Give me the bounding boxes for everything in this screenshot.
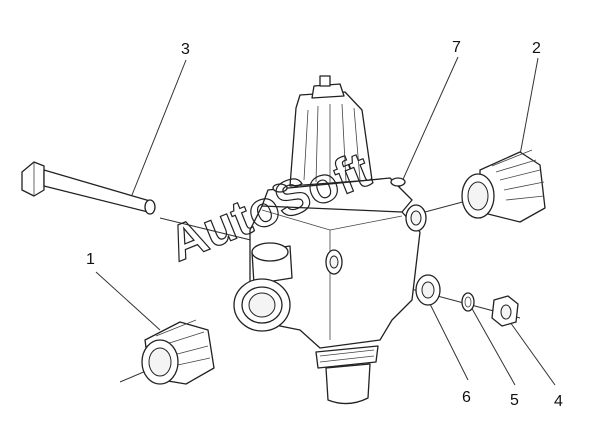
fitting-1 — [141, 319, 215, 385]
leader-6 — [427, 299, 469, 381]
callout-3: 3 — [181, 41, 190, 58]
callout-4: 4 — [554, 393, 563, 410]
nut-4 — [491, 295, 519, 327]
callout-2: 2 — [532, 40, 541, 57]
leader-2 — [519, 57, 539, 156]
fitting-2 — [461, 149, 546, 223]
bolt-part — [21, 161, 156, 215]
leader-4 — [504, 314, 556, 386]
leader-1 — [95, 271, 161, 331]
callout-5: 5 — [510, 392, 519, 409]
callout-7: 7 — [452, 39, 461, 56]
callout-6: 6 — [462, 389, 471, 406]
leader-3 — [127, 59, 187, 206]
spring-washer-5 — [461, 292, 475, 312]
washer-6 — [415, 274, 441, 306]
callout-1: 1 — [86, 251, 95, 268]
valve-body — [233, 75, 427, 405]
leader-5 — [469, 304, 516, 386]
